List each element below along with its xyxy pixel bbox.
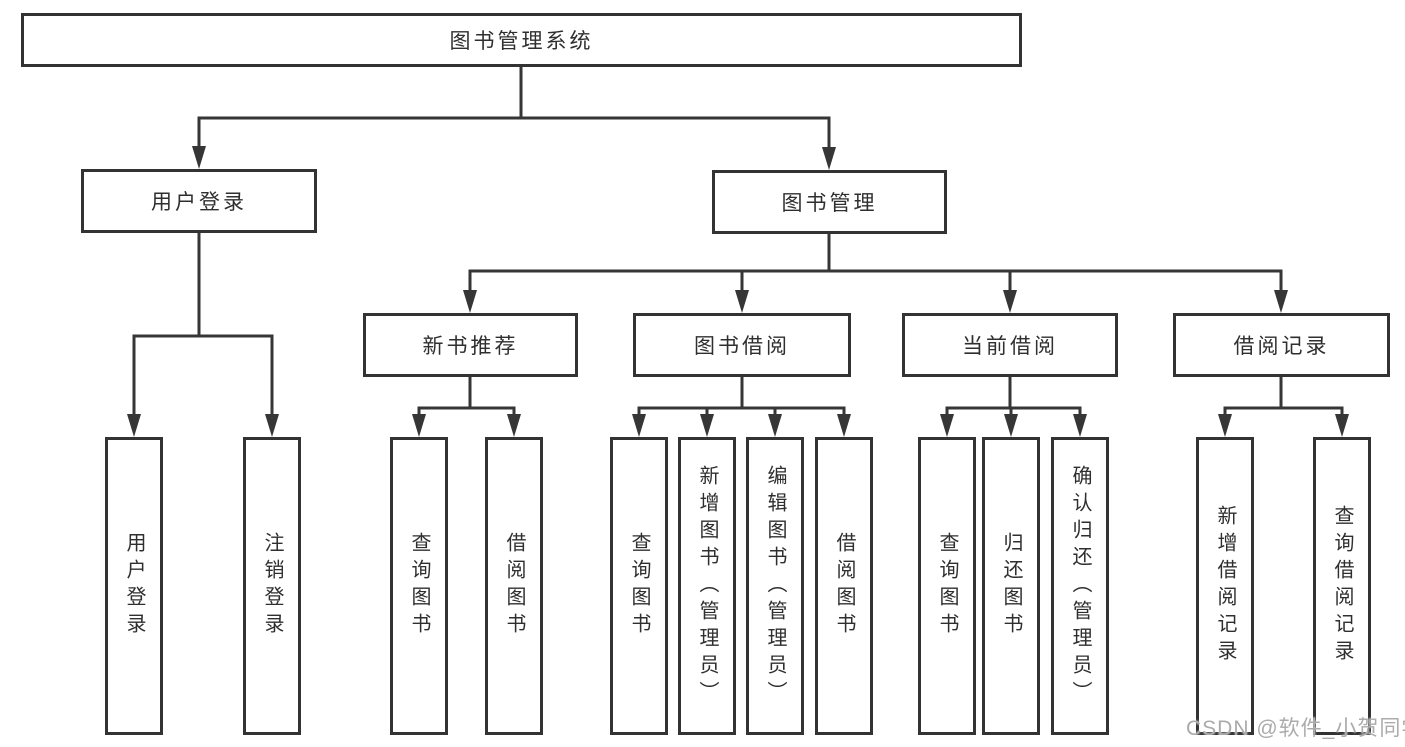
leaf-query-books-3: 查询图书 [918, 437, 976, 735]
leaf-user-login: 用户登录 [105, 437, 163, 735]
node-current-borrow: 当前借阅 [902, 313, 1118, 377]
leaf-user-login-label: 用户登录 [123, 532, 145, 640]
node-new-book-recommend-label: 新书推荐 [422, 335, 519, 358]
leaf-confirm-return-admin-label: 确认归还（管理员） [1069, 464, 1091, 708]
leaf-query-books-2-label: 查询图书 [628, 532, 650, 640]
leaf-borrow-books-2-label: 借阅图书 [833, 532, 855, 640]
leaf-query-books-1-label: 查询图书 [408, 532, 430, 640]
leaf-logout: 注销登录 [243, 437, 301, 735]
node-book-management-label: 图书管理 [781, 192, 878, 215]
node-current-borrow-label: 当前借阅 [962, 335, 1058, 358]
csdn-watermark: CSDN @软件_小贺同学 [1186, 717, 1405, 740]
leaf-edit-books-admin: 编辑图书（管理员） [746, 437, 804, 735]
node-borrow-records: 借阅记录 [1173, 313, 1390, 377]
leaf-confirm-return-admin: 确认归还（管理员） [1051, 437, 1109, 735]
node-new-book-recommend: 新书推荐 [363, 313, 578, 377]
leaf-query-books-3-label: 查询图书 [936, 532, 958, 640]
node-user-login: 用户登录 [81, 169, 317, 233]
leaf-return-books: 归还图书 [982, 437, 1040, 735]
leaf-add-books-admin-label: 新增图书（管理员） [696, 464, 718, 708]
leaf-query-borrow-record: 查询借阅记录 [1313, 437, 1371, 735]
arrowheads [127, 146, 1349, 437]
leaf-borrow-books-1-label: 借阅图书 [503, 532, 525, 640]
node-book-management: 图书管理 [712, 170, 947, 234]
leaf-edit-books-admin-label: 编辑图书（管理员） [764, 464, 786, 708]
leaf-borrow-books-2: 借阅图书 [815, 437, 873, 735]
leaf-borrow-books-1: 借阅图书 [485, 437, 543, 735]
node-book-borrow-label: 图书借阅 [694, 335, 790, 358]
leaf-query-books-2: 查询图书 [610, 437, 668, 735]
node-root: 图书管理系统 [21, 13, 1022, 67]
node-user-login-label: 用户登录 [151, 191, 247, 214]
leaf-return-books-label: 归还图书 [1000, 532, 1022, 640]
leaf-add-books-admin: 新增图书（管理员） [678, 437, 736, 735]
leaf-add-borrow-record-label: 新增借阅记录 [1214, 505, 1236, 667]
connector-strokes [132, 65, 1344, 417]
node-borrow-records-label: 借阅记录 [1233, 335, 1330, 358]
node-root-label: 图书管理系统 [449, 30, 594, 53]
leaf-query-books-1: 查询图书 [390, 437, 448, 735]
leaf-logout-label: 注销登录 [261, 532, 283, 640]
leaf-query-borrow-record-label: 查询借阅记录 [1331, 505, 1353, 667]
node-book-borrow: 图书借阅 [633, 313, 851, 377]
leaf-add-borrow-record: 新增借阅记录 [1196, 437, 1254, 735]
